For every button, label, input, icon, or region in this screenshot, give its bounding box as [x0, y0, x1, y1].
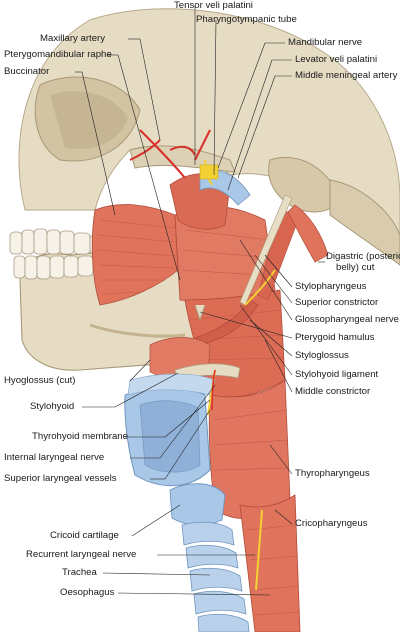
oesophagus-shape: [239, 494, 301, 633]
thyroid-lamina: [139, 400, 201, 473]
label-maxillary-artery: Maxillary artery: [40, 33, 106, 44]
middle-meningeal-artery-path: [194, 129, 211, 161]
leader-lines: [75, 6, 325, 596]
label-middle-constrictor: Middle constrictor: [295, 386, 371, 397]
mandible-shadow: [89, 323, 186, 338]
pterygoid-hamulus-shape: [194, 304, 206, 322]
lower-teeth: [13, 255, 94, 280]
label-tensor-veli-palatini: Tensor veli palatini: [174, 0, 253, 11]
label-middle-meningeal-artery: Middle meningeal artery: [295, 70, 398, 81]
label-buccinator: Buccinator: [4, 66, 50, 77]
label-internal-laryngeal-nerve: Internal laryngeal nerve: [4, 452, 105, 463]
label-pterygoid-hamulus: Pterygoid hamulus: [295, 332, 375, 343]
label-oesophagus: Oesophagus: [60, 587, 115, 598]
label-digastric-line1: Digastric (posterior: [326, 251, 400, 262]
orbit-shadow: [50, 91, 128, 150]
mandibular-nerve-ganglion: [199, 164, 219, 180]
label-stylopharyngeus: Stylopharyngeus: [295, 281, 367, 292]
label-digastric-line2: belly) cut: [336, 262, 375, 273]
label-cricoid-cartilage: Cricoid cartilage: [50, 530, 119, 541]
buccinator-fibers: [97, 219, 177, 295]
label-recurrent-laryngeal-nerve: Recurrent laryngeal nerve: [26, 549, 137, 560]
label-thyropharyngeus: Thyropharyngeus: [295, 468, 370, 479]
trachea-rings: [181, 521, 250, 633]
label-stylohyoid-ligament: Stylohyoid ligament: [295, 369, 379, 380]
label-pterygomandibular-raphe: Pterygomandibular raphe: [4, 49, 112, 60]
upper-teeth: [9, 228, 103, 255]
label-thyrohyoid-membrane: Thyrohyoid membrane: [32, 431, 128, 442]
maxillary-artery-path: [139, 129, 186, 179]
recurrent-laryngeal-nerve-path: [255, 509, 263, 591]
label-hyoglossus-cut: Hyoglossus (cut): [4, 375, 76, 386]
label-stylohyoid: Stylohyoid: [30, 401, 75, 412]
label-cricopharyngeus: Cricopharyngeus: [295, 518, 368, 529]
cricoid-cartilage-shape: [169, 483, 226, 526]
occipital: [329, 179, 400, 266]
label-mandibular-nerve: Mandibular nerve: [288, 37, 363, 48]
thyrohyoid-membrane: [127, 373, 216, 396]
label-trachea: Trachea: [62, 567, 97, 578]
label-superior-laryngeal-vessels: Superior laryngeal vessels: [4, 473, 117, 484]
label-styloglossus: Styloglossus: [295, 350, 349, 361]
label-pharyngotympanic-tube: Pharyngotympanic tube: [196, 14, 297, 25]
label-levator-veli-palatini: Levator veli palatini: [295, 54, 378, 65]
label-superior-constrictor: Superior constrictor: [295, 297, 379, 308]
digastric-muscle: [287, 204, 329, 263]
glossopharyngeal-nerve-path: [244, 269, 276, 306]
label-glossopharyngeal-nerve: Glossopharyngeal nerve: [295, 314, 399, 325]
